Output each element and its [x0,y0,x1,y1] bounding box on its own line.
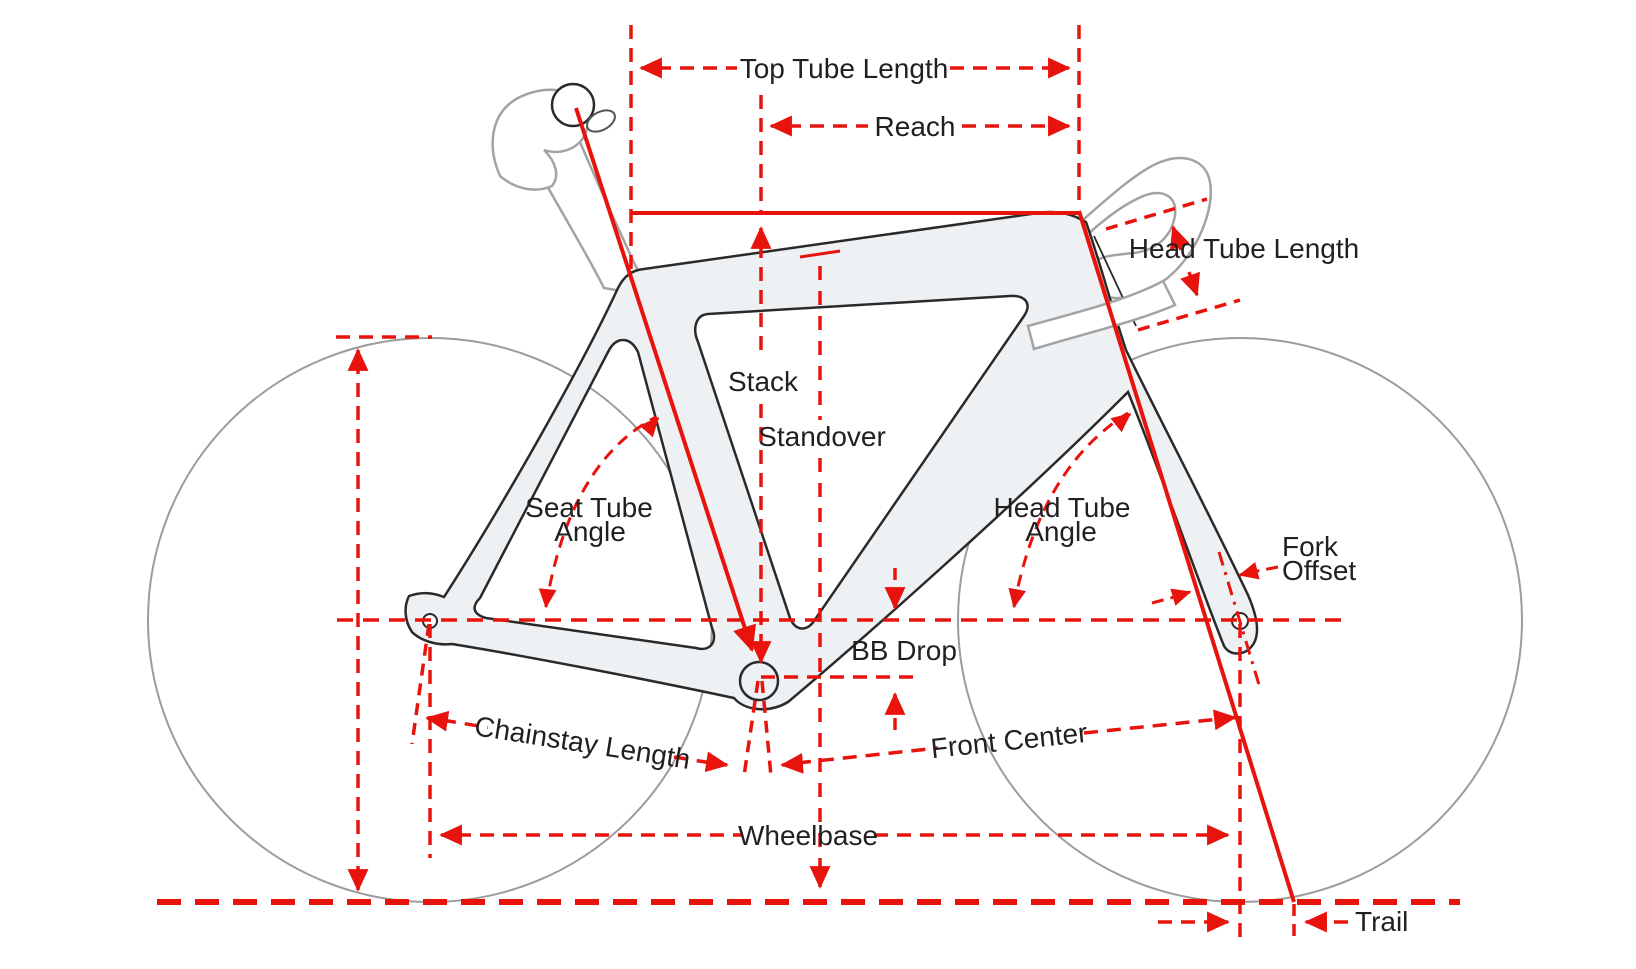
top-tube-length-label: Top Tube Length [740,53,949,84]
fork-offset-label-1: Fork [1282,531,1339,562]
seat-tube-angle-label-2: Angle [554,516,626,547]
bottom-bracket [738,660,780,702]
stack-label: Stack [728,366,799,397]
seat-tube-angle-label-1: Seat Tube [525,492,653,523]
dim-chainstay-length [410,623,729,773]
dim-standover [799,249,841,889]
chainstay-length-label: Chainstay Length [472,710,692,775]
saddle-rail-circle [550,82,596,128]
front-center-label: Front Center [929,717,1089,764]
dim-stack [742,95,773,777]
saddle-and-seatpost [491,82,653,298]
head-tube-angle-label-2: Angle [1025,516,1097,547]
dim-head-tube-angle [1008,411,1132,609]
trail-label: Trail [1355,906,1408,937]
dim-wheelbase [428,624,1242,940]
dim-front-center [780,709,1237,774]
head-tube-length-label: Head Tube Length [1129,233,1359,264]
standover-label: Standover [758,421,886,452]
dim-head-tube-length [1105,197,1241,332]
dim-trail [1158,904,1348,938]
wheelbase-label: Wheelbase [738,820,878,851]
fork-offset-label-2: Offset [1282,555,1356,586]
reach-label: Reach [875,111,956,142]
seat-tube-axis-line [574,107,756,652]
handlebar-drop-band [1026,279,1177,351]
head-tube-angle-label-1: Head Tube [994,492,1131,523]
bb-drop-label: BB Drop [851,635,957,666]
steering-axis-line [1077,210,1296,903]
dim-seat-tube-angle [538,415,660,609]
dim-fork-offset [1151,551,1279,689]
bike-artwork [147,82,1523,903]
reference-lines [157,107,1460,905]
saddle-clamp [586,109,616,133]
dim-bb-drop [761,568,916,730]
dim-top-tube-length [629,25,1081,276]
dim-wheel-height [336,335,432,892]
